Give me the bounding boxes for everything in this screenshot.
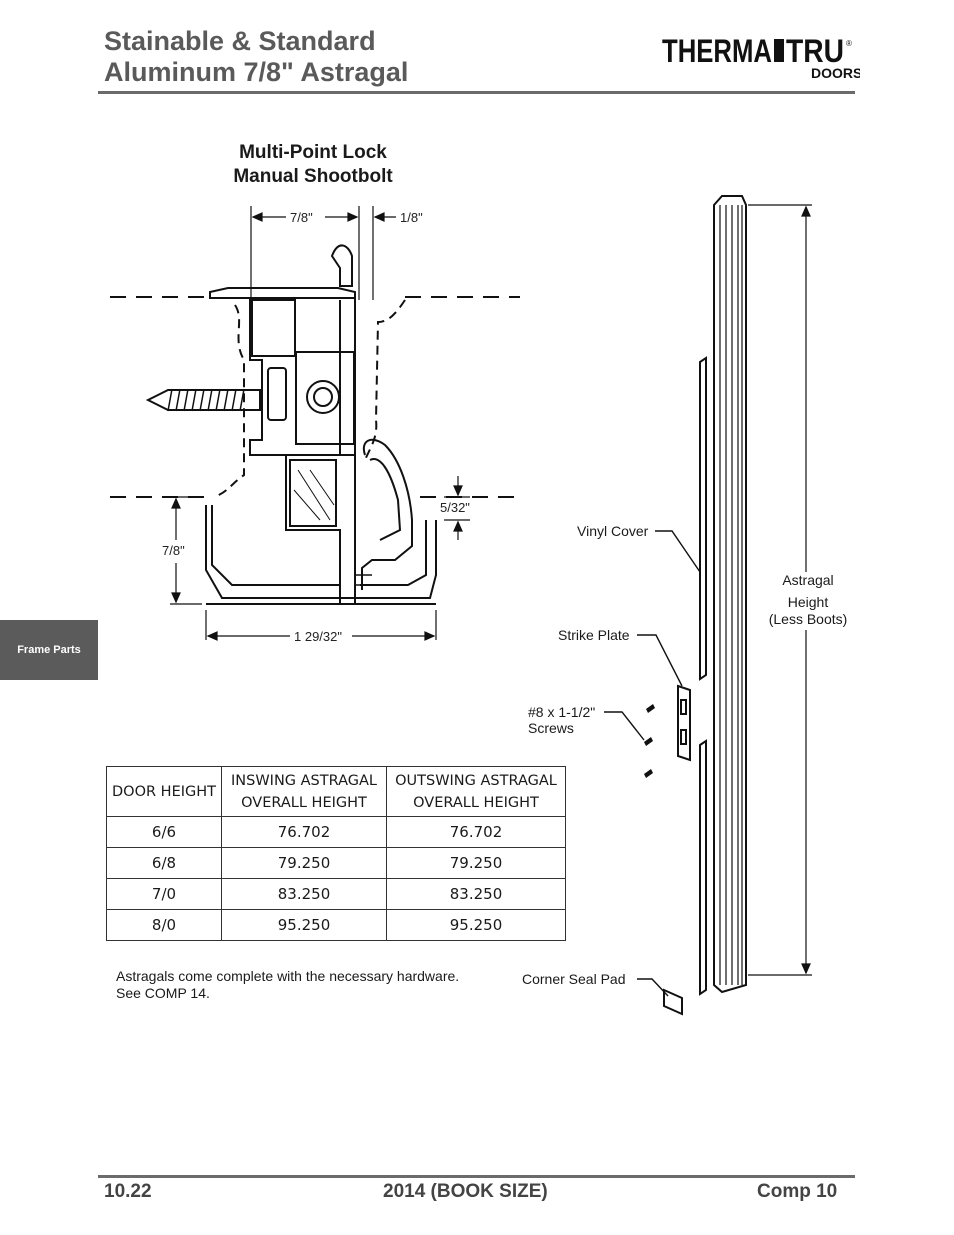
page-title-line1: Stainable & Standard — [104, 26, 376, 56]
section-title-line1: Multi-Point Lock — [239, 142, 387, 163]
callout-astragal-line1: Astragal — [782, 572, 834, 588]
footer-page-number: 10.22 — [104, 1181, 152, 1202]
callout-astragal-line2: Height — [787, 594, 829, 610]
cell-door-height: 6/6 — [106, 816, 222, 848]
header-inswing-line1: INSWING ASTRAGAL — [231, 772, 377, 789]
callout-astragal-line3: (Less Boots) — [768, 611, 848, 627]
callout-vinyl-cover: Vinyl Cover — [577, 523, 649, 539]
footer-edition: 2014 (BOOK SIZE) — [383, 1181, 548, 1202]
astragal-height-table: DOOR HEIGHT INSWING ASTRAGAL OVERALL HEI… — [106, 766, 566, 941]
cell-inswing: 79.250 — [221, 847, 387, 879]
callout-screws-line1: #8 x 1-1/2" — [528, 704, 596, 720]
dim-gap: 1/8" — [400, 210, 423, 225]
cell-outswing: 83.250 — [386, 878, 566, 910]
cell-door-height: 7/0 — [106, 878, 222, 910]
dim-small-offset: 5/32" — [440, 500, 470, 515]
cell-door-height: 8/0 — [106, 909, 222, 941]
dim-top-width: 7/8" — [290, 210, 313, 225]
section-title: Multi-Point Lock Manual Shootbolt — [195, 141, 431, 189]
section-title-line2: Manual Shootbolt — [233, 166, 393, 187]
cell-outswing: 76.702 — [386, 816, 566, 848]
hardware-note-line2: See COMP 14. — [116, 985, 210, 1001]
hardware-note: Astragals come complete with the necessa… — [116, 968, 459, 1002]
logo-word1: THERMA — [662, 33, 772, 69]
header-outswing: OUTSWING ASTRAGAL OVERALL HEIGHT — [386, 766, 566, 817]
page-title-line2: Aluminum 7/8" Astragal — [104, 57, 409, 87]
callout-astragal-height: Astragal Height (Less Boots) — [758, 572, 858, 628]
table-row: 6/8 79.250 79.250 — [106, 847, 566, 879]
cell-inswing: 76.702 — [221, 816, 387, 848]
cell-inswing: 83.250 — [221, 878, 387, 910]
table-row: 8/0 95.250 95.250 — [106, 909, 566, 941]
cell-inswing: 95.250 — [221, 909, 387, 941]
logo-word2: TRU — [786, 33, 844, 69]
logo-registered-mark: ® — [846, 39, 852, 48]
logo-bar — [774, 39, 784, 62]
dim-bottom-width: 1 29/32" — [294, 629, 342, 644]
header-rule — [98, 91, 855, 94]
page-title: Stainable & Standard Aluminum 7/8" Astra… — [104, 26, 408, 88]
callout-screws-line2: Screws — [528, 720, 574, 736]
table-row: 7/0 83.250 83.250 — [106, 878, 566, 910]
header-inswing: INSWING ASTRAGAL OVERALL HEIGHT — [221, 766, 387, 817]
callout-corner-seal-pad: Corner Seal Pad — [522, 971, 626, 987]
header-outswing-line2: OVERALL HEIGHT — [413, 794, 539, 811]
footer-rule — [98, 1175, 855, 1178]
dim-height: 7/8" — [162, 543, 185, 558]
callout-strike-plate: Strike Plate — [558, 627, 630, 643]
header-door-height: DOOR HEIGHT — [106, 766, 222, 817]
cell-outswing: 79.250 — [386, 847, 566, 879]
logo-sub: DOORS — [811, 65, 860, 81]
thermatru-logo: THERMA TRU ® DOORS — [662, 33, 860, 81]
side-tab-frame-parts[interactable]: Frame Parts — [0, 620, 98, 680]
hardware-note-line1: Astragals come complete with the necessa… — [116, 968, 460, 984]
table-header-row: DOOR HEIGHT INSWING ASTRAGAL OVERALL HEI… — [106, 766, 566, 817]
footer-section: Comp 10 — [757, 1181, 838, 1202]
table-row: 6/6 76.702 76.702 — [106, 816, 566, 848]
header-inswing-line2: OVERALL HEIGHT — [241, 794, 367, 811]
cell-outswing: 95.250 — [386, 909, 566, 941]
cell-door-height: 6/8 — [106, 847, 222, 879]
header-outswing-line1: OUTSWING ASTRAGAL — [395, 772, 557, 789]
callout-screws: #8 x 1-1/2" Screws — [528, 704, 595, 736]
